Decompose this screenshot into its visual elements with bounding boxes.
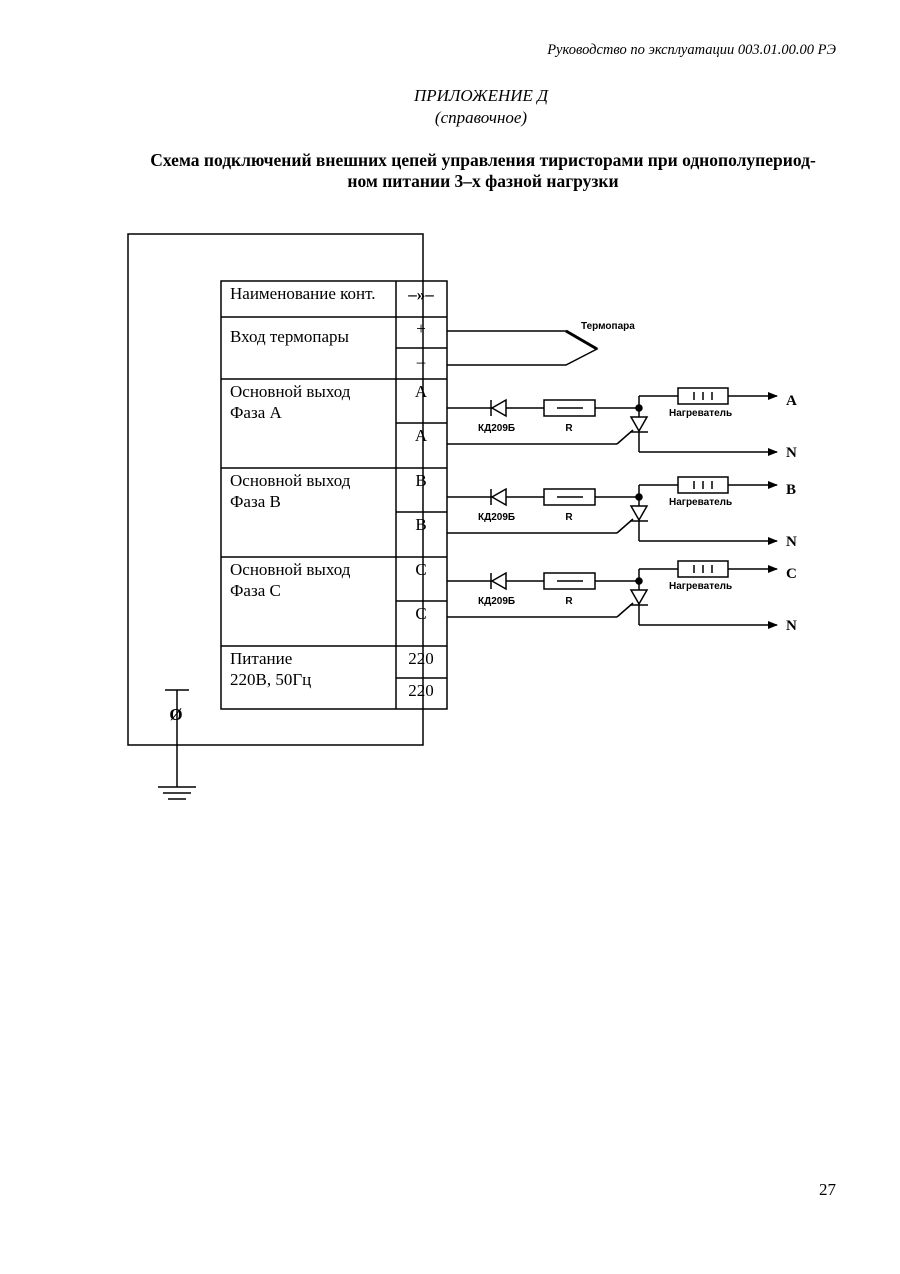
- row-name-phase-c-line2: Фаза С: [230, 581, 281, 600]
- contact-phase-c-2: С: [415, 604, 426, 623]
- appendix-title: ПРИЛОЖЕНИЕ Д: [413, 86, 549, 105]
- heater-label-c: Нагреватель: [669, 581, 732, 592]
- row-name-power-line1: Питание: [230, 649, 292, 668]
- phase-out-label-b: B: [786, 482, 796, 498]
- row-name-phase-a-line2: Фаза А: [230, 403, 282, 422]
- resistor-label-a: R: [565, 423, 573, 434]
- heater-a: [677, 387, 729, 405]
- contact-power-1: 220: [408, 649, 434, 668]
- row-name-phase-c-line1: Основной выход: [230, 560, 351, 579]
- contact-power-2: 220: [408, 681, 434, 700]
- resistor-label-c: R: [565, 596, 573, 607]
- row-name-power-line2: 220В, 50Гц: [230, 670, 311, 689]
- ground-connection: [158, 689, 196, 800]
- row-name-phase-a-line1: Основной выход: [230, 382, 351, 401]
- contact-phase-c-1: С: [415, 560, 426, 579]
- table-header-name: Наименование конт.: [230, 284, 376, 303]
- row-name-phase-b-line1: Основной выход: [230, 471, 351, 490]
- phase-out-label-a: A: [786, 393, 797, 409]
- thermocouple: [447, 329, 599, 366]
- appendix-subtitle: (справочное): [434, 108, 528, 127]
- contact-phase-a-1: А: [415, 382, 428, 401]
- neutral-out-label-c: N: [786, 618, 797, 634]
- diode-b: [490, 487, 507, 507]
- page-number: 27: [819, 1180, 836, 1199]
- table-header-symbol: –»–: [407, 285, 434, 304]
- heater-label-a: Нагреватель: [669, 408, 732, 419]
- diode-label-c: КД209Б: [478, 596, 515, 607]
- diode-c: [490, 571, 507, 591]
- running-header: Руководство по эксплуатации 003.01.00.00…: [547, 42, 836, 58]
- contact-thermocouple-plus: +: [416, 319, 426, 338]
- device-enclosure: [127, 233, 424, 746]
- output-channel-a: [447, 387, 778, 456]
- output-channel-c: [447, 560, 778, 629]
- neutral-out-label-a: N: [786, 445, 797, 461]
- output-channel-b: [447, 476, 778, 545]
- row-name-phase-b-line2: Фаза В: [230, 492, 281, 511]
- heater-b: [677, 476, 729, 494]
- contact-phase-b-1: В: [415, 471, 426, 490]
- contact-phase-a-2: А: [415, 426, 428, 445]
- heater-c: [677, 560, 729, 578]
- diode-a: [490, 398, 507, 418]
- phase-out-label-c: C: [786, 566, 797, 582]
- contact-phase-b-2: В: [415, 515, 426, 534]
- ground-symbol: Ø: [169, 705, 182, 724]
- diode-label-a: КД209Б: [478, 423, 515, 434]
- diode-label-b: КД209Б: [478, 512, 515, 523]
- contact-thermocouple-minus: –: [416, 352, 426, 371]
- neutral-out-label-b: N: [786, 534, 797, 550]
- resistor-label-b: R: [565, 512, 573, 523]
- scheme-title-line-2: ном питании 3–х фазной нагрузки: [347, 171, 619, 191]
- heater-label-b: Нагреватель: [669, 497, 732, 508]
- thermocouple-label: Термопара: [581, 321, 635, 332]
- scheme-title: Схема подключений внешних цепей управлен…: [110, 150, 856, 192]
- row-name-thermocouple: Вход термопары: [230, 327, 349, 346]
- scheme-title-line-1: Схема подключений внешних цепей управлен…: [150, 150, 816, 170]
- terminal-table: [220, 280, 448, 710]
